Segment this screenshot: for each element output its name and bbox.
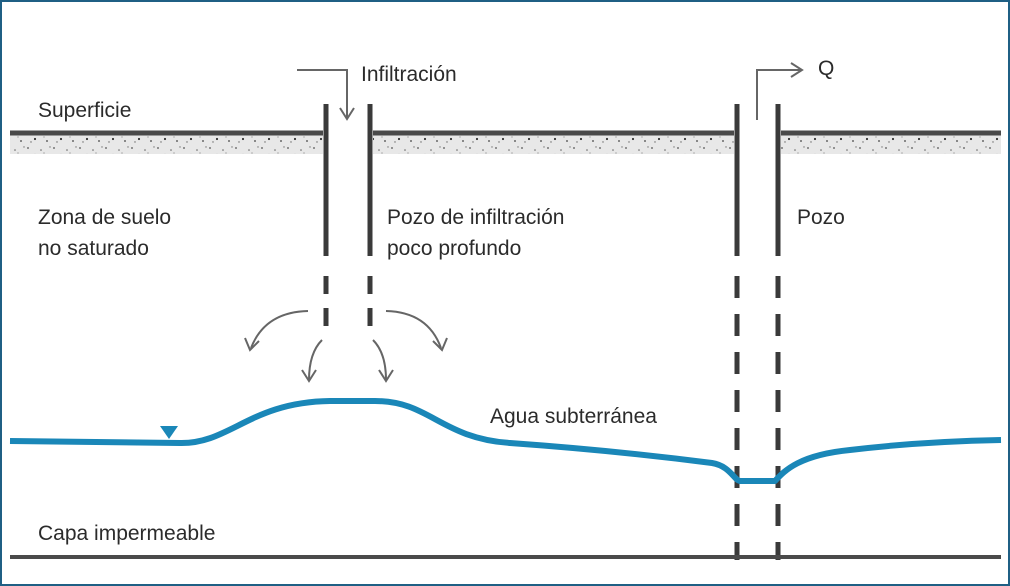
infiltration-well-casing [323,104,373,330]
soil-layer [10,134,1001,154]
unsaturated-zone-label: Zona de suelo no saturado [38,202,171,264]
infiltration-well-line-2: poco profundo [387,237,522,260]
infiltration-label: Infiltración [361,63,457,86]
arrow-right-icon [756,62,804,120]
arrow-down-icon [297,69,355,121]
impermeable-layer-label: Capa impermeable [38,522,216,545]
infiltration-well-label: Pozo de infiltración poco profundo [387,202,564,264]
groundwater-label: Agua subterránea [490,405,657,428]
discharge-label: Q [818,57,835,80]
inverted-triangle-icon [160,426,178,439]
infiltration-well-line-1: Pozo de infiltración [387,206,565,229]
unsaturated-zone-line-2: no saturado [38,237,149,260]
unsaturated-zone-line-1: Zona de suelo [38,206,172,229]
surface-label: Superficie [38,99,132,122]
pumping-well-casing [734,104,781,560]
curved-arrow-icon [244,310,448,383]
water-table-line [9,398,1002,484]
well-label: Pozo [797,206,845,229]
